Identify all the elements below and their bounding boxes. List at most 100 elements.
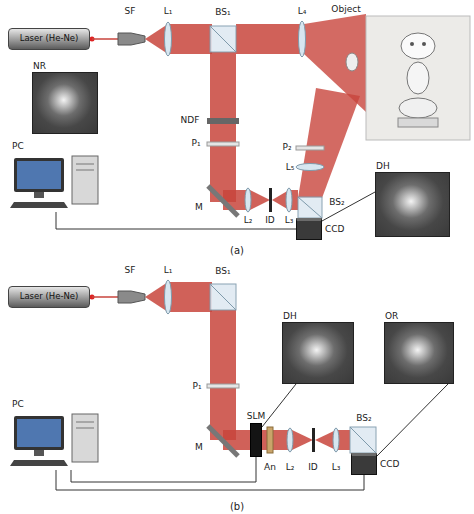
pc-screen: [17, 161, 61, 189]
object: [346, 53, 358, 71]
beam-splitter: [210, 284, 236, 310]
data-cable: [56, 212, 296, 229]
pc-tower: [72, 414, 98, 462]
laser-source: Laser (He-Ne): [8, 28, 90, 50]
component-label: L₂: [286, 463, 295, 473]
mirror: [208, 426, 238, 456]
laser-beam: [338, 430, 350, 450]
laser-source: Laser (He-Ne): [8, 286, 90, 308]
pc-keyboard: [10, 460, 68, 466]
pc-tower: [72, 156, 98, 204]
component-label: SLM: [247, 412, 266, 422]
laser-beam: [170, 24, 212, 54]
component-label: Laser (He-Ne): [20, 292, 79, 301]
lens: [296, 164, 324, 171]
computer: PC: [10, 142, 102, 212]
component-label: BS₂: [329, 198, 344, 208]
density-filter: [207, 118, 239, 124]
spatial-filter: [118, 33, 145, 45]
pc-tower: [76, 422, 94, 423]
component-label: L₁: [164, 7, 173, 17]
ccd-camera: CCD: [351, 453, 377, 475]
component-label: M: [195, 203, 203, 213]
component-label: P₁: [191, 139, 200, 149]
lens: [165, 280, 172, 314]
lens: [333, 428, 339, 452]
component-label: Object: [331, 5, 360, 15]
beam-splitter: [350, 427, 376, 453]
component-label: PC: [12, 400, 24, 410]
polarizer: [207, 142, 239, 146]
pc-monitor: [14, 158, 64, 192]
lens: [286, 188, 292, 212]
analyzer: [267, 427, 273, 453]
laser-beam: [170, 282, 212, 312]
reference-beam: [210, 52, 236, 202]
component-label: ID: [308, 463, 318, 473]
component-label: CCD: [380, 460, 400, 470]
pc-monitor: [14, 416, 64, 450]
laser-beam: [92, 38, 119, 40]
object-beam: [298, 88, 360, 198]
leader-line: [322, 192, 375, 221]
component-label: P₂: [282, 143, 291, 153]
polarizer: [207, 384, 239, 388]
component-label: BS₁: [215, 8, 230, 18]
component-label: CCD: [325, 225, 345, 235]
subfigure-caption: (a): [230, 245, 244, 256]
component-label: P₁: [192, 382, 201, 392]
polarizer: [296, 146, 324, 150]
figurine: [422, 42, 426, 46]
component-label: Laser (He-Ne): [20, 34, 79, 43]
component-label: L₂: [244, 216, 253, 226]
pc-monitor: [34, 192, 44, 198]
component-label: L₁: [164, 266, 173, 276]
laser-beam: [262, 430, 290, 450]
data-cable: [71, 457, 256, 482]
leader-line: [377, 384, 448, 456]
hologram-image: DH: [282, 322, 354, 384]
pc-tower: [76, 164, 94, 165]
ccd-camera: CCD: [296, 218, 322, 240]
lens: [299, 21, 306, 57]
leader-line: [262, 384, 296, 427]
beam-splitter: [298, 197, 322, 218]
reconstruction-image: NR: [32, 72, 98, 134]
pc-screen: [17, 419, 61, 447]
hologram-image: DH: [375, 172, 450, 237]
spatial-filter: [118, 291, 145, 303]
beam-splitter: [210, 26, 236, 52]
figurine: [407, 62, 429, 94]
component-label: BS₁: [215, 267, 230, 277]
pc-keyboard: [10, 202, 68, 208]
lens: [287, 428, 293, 452]
figurine: [399, 98, 437, 118]
figurine-stand: [398, 118, 438, 127]
laser-beam: [292, 430, 313, 450]
mirror: [208, 186, 238, 216]
data-cable: [56, 470, 364, 490]
iris-diaphragm: [269, 188, 272, 212]
component-label: An: [264, 463, 276, 473]
beam-splitter: [210, 284, 236, 310]
slm-device: SLM: [250, 423, 262, 457]
figurine: [410, 42, 414, 46]
component-label: NR: [33, 62, 46, 72]
reference-beam: [250, 190, 270, 210]
beam-splitter: [350, 427, 376, 453]
object-photo: [366, 16, 470, 140]
pc-monitor: [34, 450, 44, 456]
component-label: L₄: [298, 7, 307, 17]
component-label: L₅: [286, 163, 295, 173]
component-label: OR: [385, 312, 398, 322]
laser-beam: [236, 24, 302, 54]
pc-tower: [76, 170, 94, 171]
figurine: [401, 33, 435, 59]
laser-beam: [210, 310, 236, 440]
component-label: BS₂: [356, 414, 371, 424]
component-label: M: [195, 443, 203, 453]
lens: [165, 22, 172, 56]
object-reconstruction-image: OR: [384, 322, 454, 384]
